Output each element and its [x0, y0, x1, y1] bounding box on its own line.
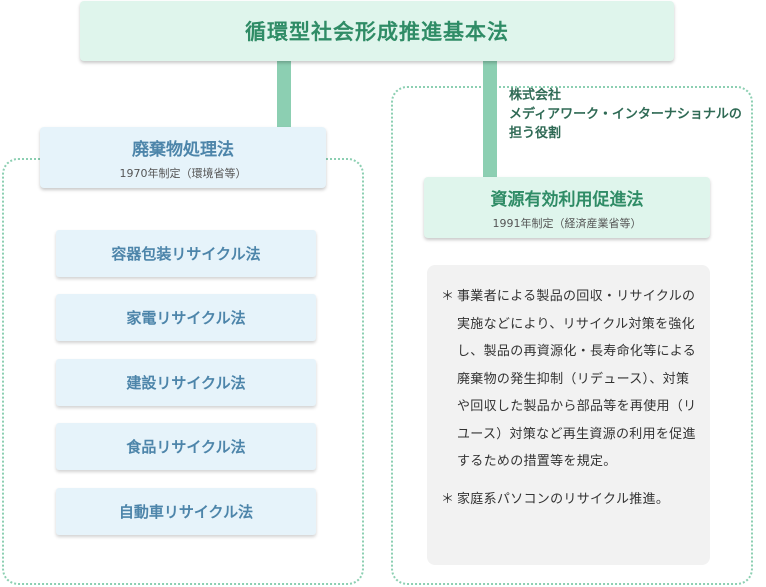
right-law-subtitle: 1991年制定（経済産業省等）	[492, 216, 642, 230]
company-role-line: 担う役割	[509, 126, 562, 141]
main-title-box: 循環型社会形成推進基本法	[80, 1, 674, 61]
sub-law-box: 建設リサイクル法	[56, 359, 316, 406]
left-law-subtitle: 1970年制定（環境省等）	[119, 166, 247, 180]
main-title: 循環型社会形成推進基本法	[245, 20, 509, 44]
note-item: ＊ 家庭系パソコンのリサイクル推進。	[441, 486, 702, 514]
company-role-line: 株式会社	[509, 88, 562, 103]
left-law-box: 廃棄物処理法 1970年制定（環境省等）	[40, 127, 326, 188]
note-item: ＊ 事業者による製品の回収・リサイクルの実施などにより、リサイクル対策を強化し、…	[441, 283, 702, 476]
sub-law-box: 容器包装リサイクル法	[56, 230, 316, 277]
sub-law-box: 食品リサイクル法	[56, 423, 316, 470]
note-text: 家庭系パソコンのリサイクル推進。	[457, 491, 670, 507]
note-marker: ＊	[441, 491, 455, 507]
company-role-line: メディアワーク・インターナショナルの	[509, 107, 742, 122]
right-law-box: 資源有効利用促進法 1991年制定（経済産業省等）	[424, 177, 710, 238]
note-text: 事業者による製品の回収・リサイクルの実施などにより、リサイクル対策を強化し、製品…	[457, 289, 697, 469]
left-law-title: 廃棄物処理法	[132, 139, 234, 160]
right-law-title: 資源有効利用促進法	[490, 189, 644, 210]
sub-law-box: 自動車リサイクル法	[56, 488, 316, 535]
note-marker: ＊	[441, 289, 455, 304]
connector-left	[277, 60, 291, 128]
company-role-label: 株式会社 メディアワーク・インターナショナルの 担う役割	[509, 86, 759, 143]
connector-right	[483, 60, 497, 178]
sub-law-box: 家電リサイクル法	[56, 294, 316, 341]
note-box: ＊ 事業者による製品の回収・リサイクルの実施などにより、リサイクル対策を強化し、…	[427, 265, 710, 565]
right-group-outline	[391, 86, 753, 585]
